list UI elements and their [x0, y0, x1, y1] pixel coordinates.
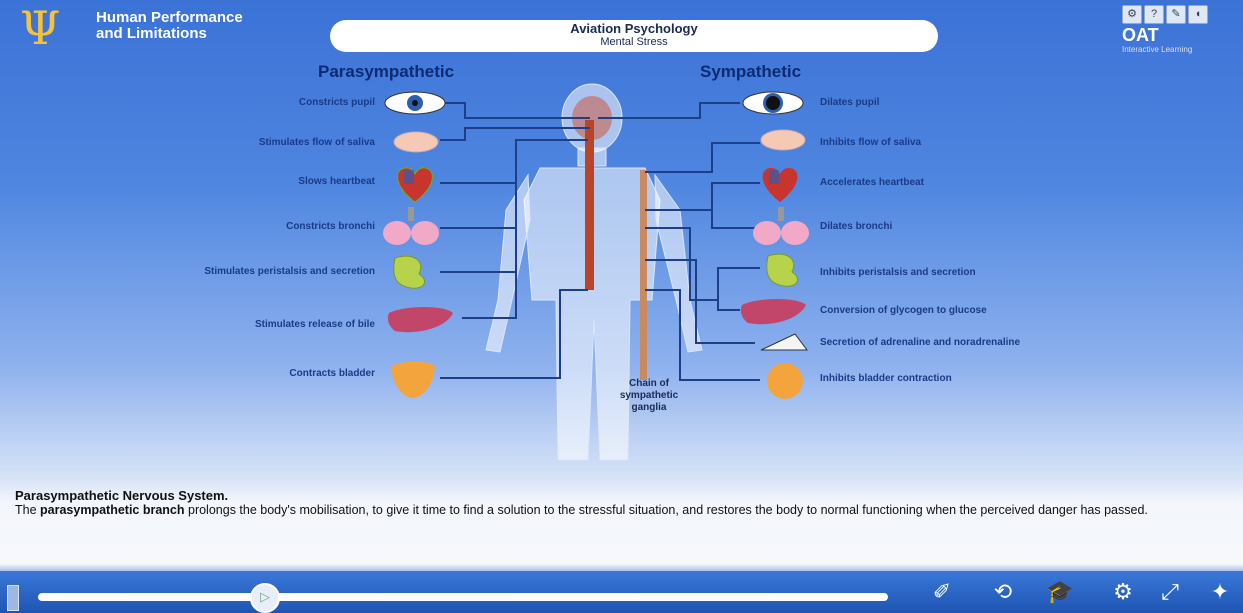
graduation-cap-icon: 🎓: [1046, 579, 1073, 604]
description-heading: Parasympathetic Nervous System.: [15, 488, 1225, 503]
settings-button[interactable]: ⚙: [1103, 577, 1143, 607]
lungs-icon: [753, 207, 809, 245]
right-organ-adrenal: [755, 330, 815, 356]
para-label-bile: Stimulates release of bile: [255, 319, 375, 330]
notes-button[interactable]: ✐: [922, 577, 962, 607]
bladder-icon: [391, 362, 435, 399]
description-text-post: prolongs the body's mobilisation, to giv…: [185, 503, 1148, 517]
right-organ-eye: [738, 88, 808, 118]
left-organ-liver: [385, 303, 457, 337]
stomach-icon: [394, 256, 425, 288]
eye-icon: [743, 92, 803, 114]
right-organ-bladder: [760, 360, 810, 402]
para-label-bladder: Contracts bladder: [289, 368, 375, 379]
symp-label-peristalsis: Inhibits peristalsis and secretion: [820, 267, 976, 278]
salivary-gland-icon: [761, 130, 805, 150]
symp-label-adrenaline: Secretion of adrenaline and noradrenalin…: [820, 337, 1020, 348]
replay-button[interactable]: ⟲: [983, 577, 1023, 607]
right-organ-liver: [738, 295, 810, 329]
para-label-saliva: Stimulates flow of saliva: [259, 137, 375, 148]
right-organ-lungs: [750, 205, 812, 247]
chain-label: Chain of sympathetic ganglia: [604, 378, 694, 414]
symp-label-heartbeat: Accelerates heartbeat: [820, 177, 924, 188]
chain-label-line3: ganglia: [604, 402, 694, 414]
progress-knob[interactable]: ▷: [250, 583, 280, 613]
salivary-gland-icon: [394, 132, 438, 152]
compass-icon: ✦: [1211, 579, 1229, 604]
symp-label-saliva: Inhibits flow of saliva: [820, 137, 921, 148]
lungs-icon: [383, 207, 439, 245]
heart-icon: [398, 168, 433, 202]
left-organ-stomach: [385, 250, 440, 294]
symp-label-bladder: Inhibits bladder contraction: [820, 373, 952, 384]
symp-label-bronchi: Dilates bronchi: [820, 221, 892, 232]
para-label-heartbeat: Slows heartbeat: [298, 176, 375, 187]
navigation-button[interactable]: ✦: [1200, 577, 1240, 607]
replay-icon: ⟲: [994, 579, 1012, 604]
description-panel: Parasympathetic Nervous System. The para…: [15, 488, 1225, 518]
adrenal-gland-icon: [761, 334, 807, 350]
stomach-icon: [767, 254, 798, 286]
play-icon: ▷: [260, 589, 270, 605]
left-organ-saliva: [388, 128, 443, 156]
symp-label-pupil: Dilates pupil: [820, 97, 879, 108]
para-label-bronchi: Constricts bronchi: [286, 221, 375, 232]
progress-track[interactable]: [38, 593, 888, 601]
right-organ-stomach: [758, 248, 813, 292]
left-organ-bladder: [385, 358, 440, 402]
gears-icon: ⚙: [1113, 579, 1133, 604]
pencil-icon: ✐: [933, 579, 951, 604]
symp-label-glycogen: Conversion of glycogen to glucose: [820, 305, 987, 316]
right-organ-saliva: [755, 126, 810, 154]
eye-icon: [385, 92, 445, 114]
navigation-bar: ▷ ✐ ⟲ 🎓 ⚙ ⤢ ✦: [0, 571, 1243, 613]
chain-label-line1: Chain of: [604, 378, 694, 390]
right-organ-heart: [755, 162, 805, 204]
left-organ-lungs: [380, 205, 442, 247]
left-organ-eye: [380, 88, 450, 118]
description-text-pre: The: [15, 503, 40, 517]
liver-icon: [741, 299, 806, 324]
description-text-bold: parasympathetic branch: [40, 503, 185, 517]
description-text: The parasympathetic branch prolongs the …: [15, 503, 1225, 518]
left-organ-heart: [390, 162, 440, 204]
heart-icon: [763, 168, 798, 202]
para-label-peristalsis: Stimulates peristalsis and secretion: [204, 266, 375, 277]
bladder-icon: [767, 363, 803, 399]
para-label-pupil: Constricts pupil: [299, 97, 375, 108]
liver-icon: [388, 307, 453, 332]
volume-slider[interactable]: [7, 585, 19, 611]
graduation-button[interactable]: 🎓: [1040, 577, 1080, 607]
chain-label-line2: sympathetic: [604, 390, 694, 402]
expand-icon: ⤢: [1161, 579, 1179, 604]
fullscreen-button[interactable]: ⤢: [1150, 577, 1190, 607]
